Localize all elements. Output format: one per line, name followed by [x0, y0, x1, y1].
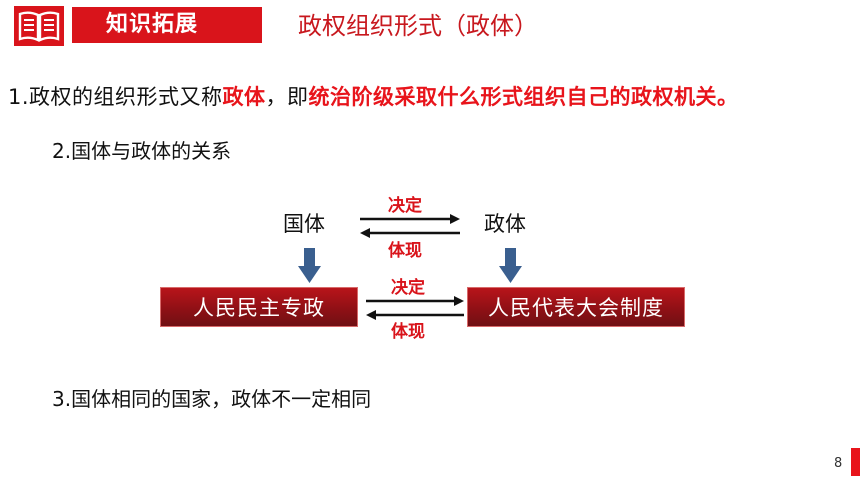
top-backward-arrow	[360, 228, 460, 238]
point-1-term: 政体	[222, 85, 266, 109]
top-forward-arrow	[360, 214, 460, 224]
page-title: 政权组织形式（政体）	[298, 12, 538, 40]
section-tag: 知识拓展	[72, 7, 262, 43]
top-determine-label: 决定	[388, 196, 422, 216]
label-form-of-government: 政体	[484, 212, 526, 236]
point-2: 2.国体与政体的关系	[52, 139, 232, 163]
right-down-arrow	[499, 248, 522, 283]
point-1: 1.政权的组织形式又称政体，即统治阶级采取什么形式组织自己的政权机关。	[8, 82, 739, 112]
point-1-mid: ，即	[265, 85, 309, 109]
point-1-definition: 统治阶级采取什么形式组织自己的政权机关。	[308, 85, 739, 109]
bottom-determine-label: 决定	[391, 278, 425, 298]
top-reflect-label: 体现	[388, 241, 422, 261]
box-peoples-democratic-dictatorship: 人民民主专政	[160, 287, 358, 327]
box-peoples-congress-system: 人民代表大会制度	[467, 287, 685, 327]
point-1-prefix: 1.政权的组织形式又称	[8, 85, 223, 109]
point-3: 3.国体相同的国家，政体不一定相同	[52, 387, 372, 411]
bottom-forward-arrow	[366, 296, 464, 306]
bottom-backward-arrow	[366, 310, 464, 320]
book-icon	[14, 6, 64, 46]
label-state-system: 国体	[283, 212, 325, 236]
corner-accent-bar	[851, 448, 860, 476]
page-number: 8	[834, 456, 843, 471]
left-down-arrow	[298, 248, 321, 283]
bottom-reflect-label: 体现	[391, 322, 425, 342]
